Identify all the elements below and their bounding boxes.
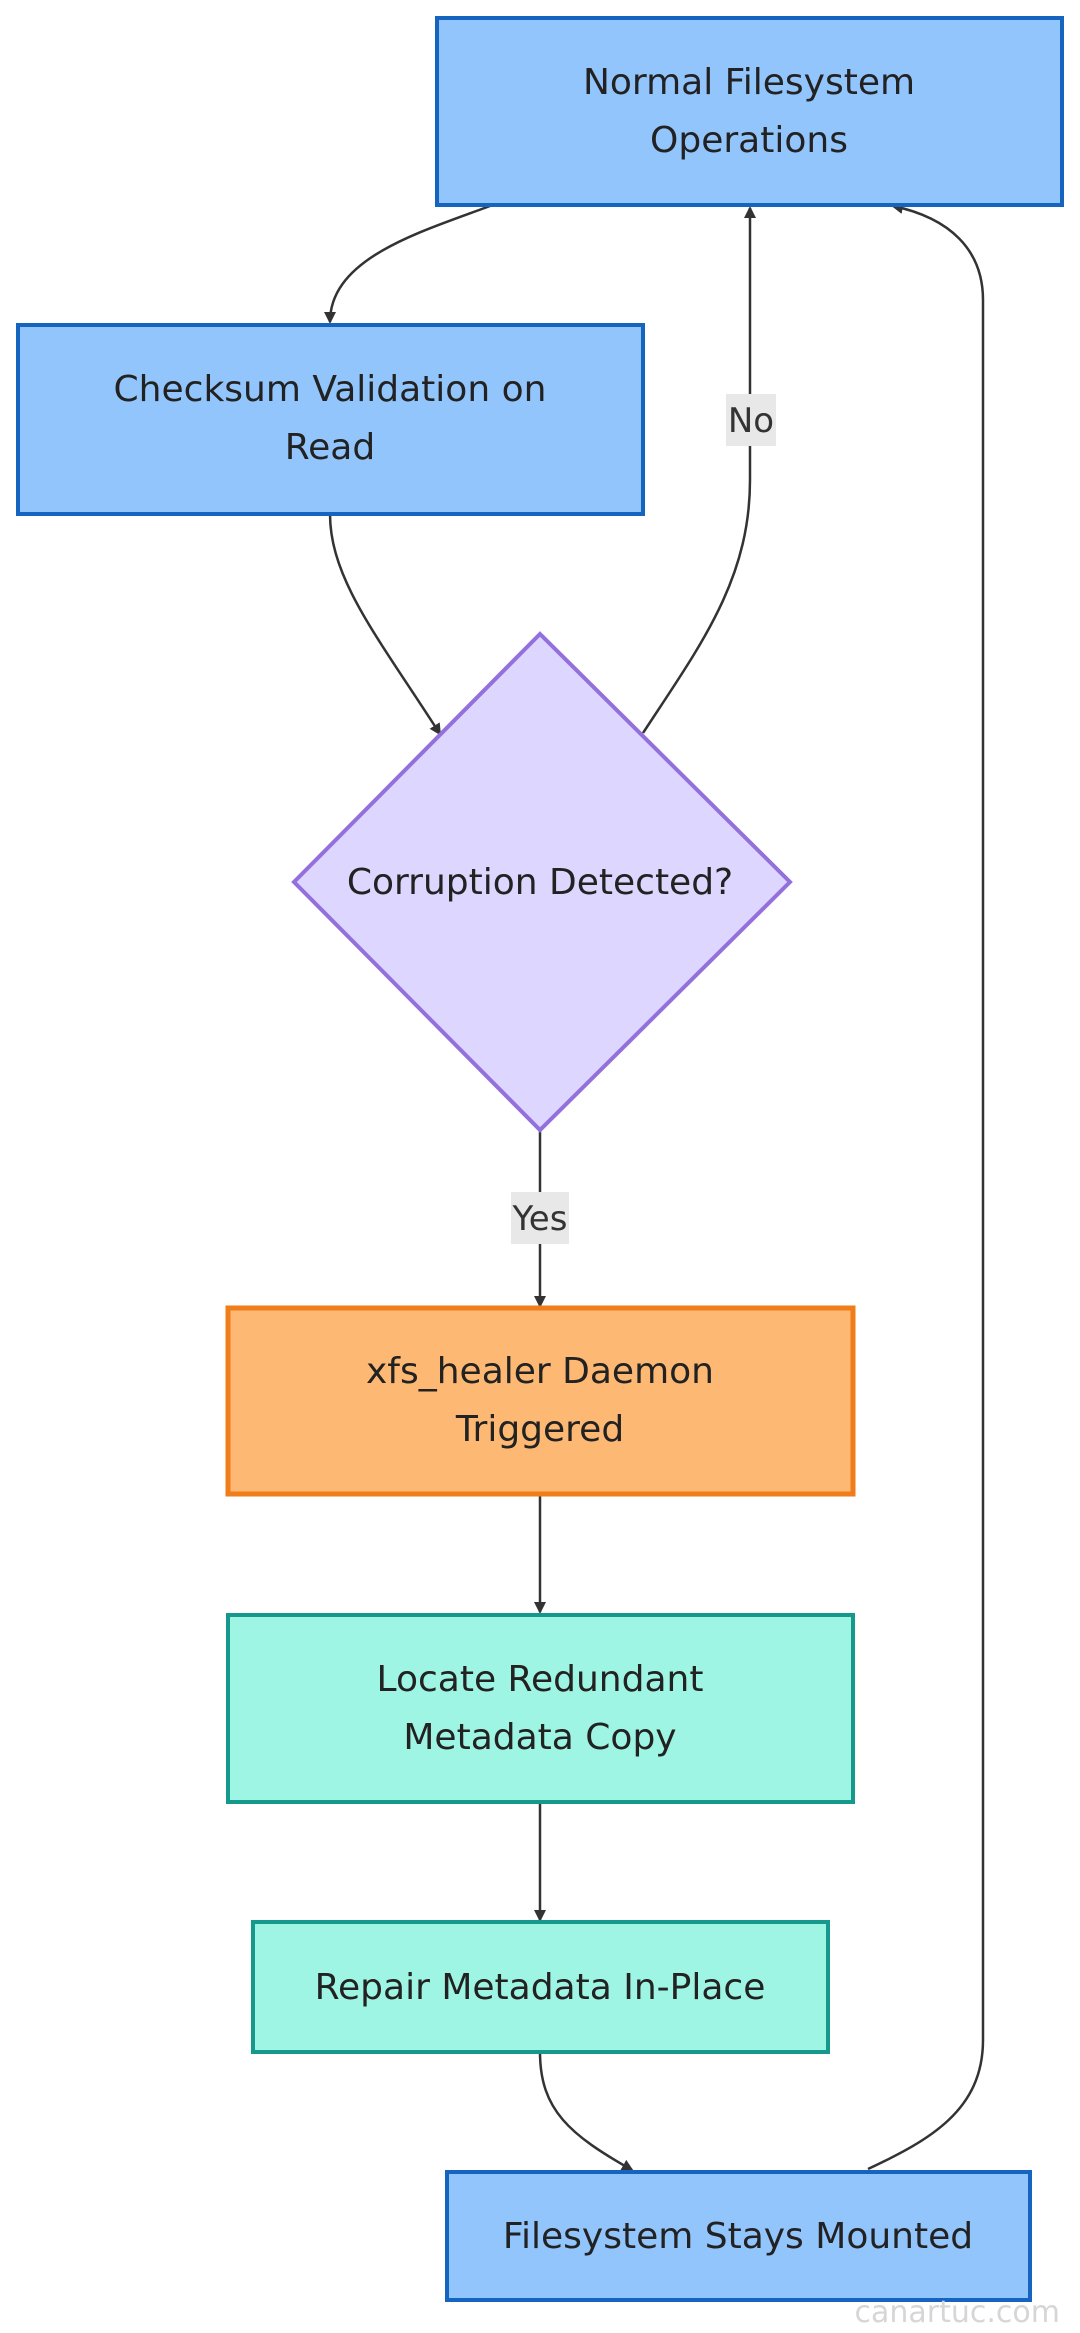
watermark: canartuc.com [855, 2295, 1061, 2330]
svg-text:Corruption Detected?: Corruption Detected? [347, 862, 733, 903]
edge-repair-to-mounted [538, 2051, 634, 2172]
svg-text:Operations: Operations [650, 120, 848, 161]
node-filesystem-stays-mounted: Filesystem Stays Mounted [445, 2170, 1032, 2302]
svg-text:Normal Filesystem: Normal Filesystem [583, 62, 915, 103]
svg-text:Locate Redundant: Locate Redundant [377, 1659, 704, 1700]
svg-text:Triggered: Triggered [455, 1409, 624, 1450]
edge-corruption-to-normal-no [641, 206, 756, 734]
node-checksum-validation: Checksum Validation on Read [16, 323, 645, 516]
edge-mounted-to-normal [867, 202, 985, 2171]
node-locate-redundant-metadata: Locate Redundant Metadata Copy [226, 1613, 855, 1804]
svg-text:xfs_healer Daemon: xfs_healer Daemon [366, 1351, 714, 1392]
node-corruption-detected-decision: Corruption Detected? [291, 631, 793, 1133]
node-xfs-healer-daemon: xfs_healer Daemon Triggered [225, 1305, 856, 1497]
node-normal-filesystem-operations: Normal Filesystem Operations [435, 16, 1064, 207]
edge-label-yes: Yes [511, 1192, 569, 1244]
edges [324, 202, 985, 2172]
svg-text:Repair Metadata In-Place: Repair Metadata In-Place [315, 1967, 766, 2008]
svg-text:Checksum Validation on: Checksum Validation on [114, 369, 547, 410]
svg-text:Yes: Yes [512, 1199, 568, 1239]
svg-text:Filesystem Stays Mounted: Filesystem Stays Mounted [503, 2216, 973, 2257]
edge-label-no: No [726, 394, 776, 446]
svg-text:No: No [728, 401, 774, 441]
svg-text:Read: Read [285, 427, 375, 468]
edge-checksum-to-corruption [328, 513, 442, 736]
edge-normal-to-checksum [324, 204, 491, 324]
node-repair-metadata: Repair Metadata In-Place [251, 1920, 830, 2054]
svg-text:Metadata Copy: Metadata Copy [403, 1717, 676, 1758]
